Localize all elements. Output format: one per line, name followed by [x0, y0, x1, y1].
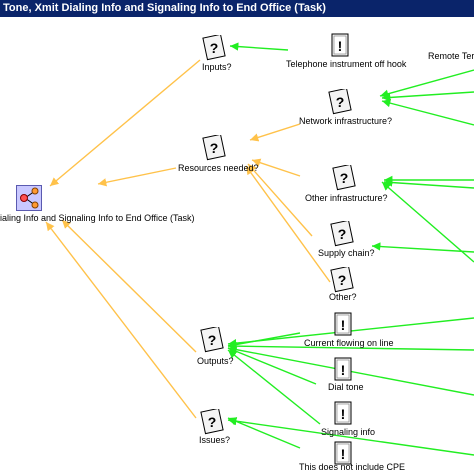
edge-phone-to-inputs	[229, 42, 289, 51]
svg-text:!: !	[341, 406, 346, 422]
edge-issues-to-task	[45, 221, 197, 419]
node-label[interactable]: Issues?	[199, 435, 231, 445]
edge-network-to-resources	[249, 123, 301, 142]
edge-otherinfra-to-resources	[251, 158, 301, 177]
edge-r4-to-issues	[227, 417, 474, 456]
question-icon[interactable]: ?	[200, 409, 224, 435]
note-icon[interactable]: !	[333, 441, 353, 467]
edge-3-to-other-infra	[381, 181, 474, 263]
diagram-canvas: ialing Info and Signaling Info to End Of…	[0, 17, 474, 474]
node-label[interactable]: Other infrastructure?	[305, 193, 388, 203]
node-label[interactable]: Dial tone	[328, 382, 364, 392]
svg-text:?: ?	[336, 94, 345, 110]
node-label[interactable]: Supply chain?	[318, 248, 375, 258]
svg-text:?: ?	[210, 140, 219, 156]
node-label[interactable]: Remote Term	[428, 51, 474, 61]
question-icon[interactable]: ?	[202, 135, 226, 161]
svg-text:?: ?	[340, 170, 349, 186]
svg-text:?: ?	[208, 414, 217, 430]
note-icon[interactable]: !	[333, 401, 353, 427]
edge-resources-to-task	[97, 167, 177, 187]
edge-remote-to-network	[379, 69, 474, 98]
node-label[interactable]: Telephone instrument off hook	[286, 59, 407, 69]
question-icon[interactable]: ?	[332, 165, 356, 191]
node-label[interactable]: Current flowing on line	[304, 338, 394, 348]
node-label[interactable]: Resources needed?	[178, 163, 259, 173]
svg-text:!: !	[341, 317, 346, 333]
edge-2-to-other-infra	[383, 178, 474, 189]
node-label[interactable]: Outputs?	[197, 356, 234, 366]
node-label[interactable]: Inputs?	[202, 62, 232, 72]
question-icon[interactable]: ?	[330, 221, 354, 247]
edge-other-to-resources	[245, 165, 331, 283]
edge-2-to-network	[381, 91, 474, 102]
window-title: Tone, Xmit Dialing Info and Signaling In…	[0, 0, 474, 17]
edge-inputs-to-task	[49, 59, 201, 187]
question-icon[interactable]: ?	[202, 35, 226, 61]
svg-text:?: ?	[210, 40, 219, 56]
edge-3-to-network	[381, 99, 474, 126]
svg-text:!: !	[341, 362, 346, 378]
svg-text:!: !	[341, 446, 346, 462]
svg-text:!: !	[338, 38, 343, 54]
svg-text:?: ?	[338, 272, 347, 288]
task-icon[interactable]	[16, 185, 42, 211]
edge-signal-to-outputs	[227, 349, 321, 425]
node-label[interactable]: Signaling info	[321, 427, 376, 437]
edge-r2-to-outputs	[227, 341, 474, 351]
note-icon[interactable]: !	[333, 357, 353, 383]
edge-cpe-to-issues	[227, 417, 301, 449]
node-label[interactable]: Network infrastructure?	[299, 116, 393, 126]
edge-outputs-to-task	[61, 219, 197, 353]
question-icon[interactable]: ?	[330, 267, 354, 293]
node-label[interactable]: Other?	[329, 292, 357, 302]
question-icon[interactable]: ?	[200, 327, 224, 353]
edge-to-supply-chain	[371, 242, 474, 253]
edge-supply-to-resources	[247, 163, 313, 237]
edge-dialtone-to-outputs	[227, 347, 317, 385]
connector-layer	[45, 42, 474, 456]
node-label[interactable]: This does not include CPE	[299, 462, 406, 472]
note-icon[interactable]: !	[330, 33, 350, 59]
svg-text:?: ?	[208, 332, 217, 348]
question-icon[interactable]: ?	[328, 89, 352, 115]
root-task-label[interactable]: ialing Info and Signaling Info to End Of…	[0, 213, 195, 223]
svg-text:?: ?	[338, 226, 347, 242]
note-icon[interactable]: !	[333, 312, 353, 338]
